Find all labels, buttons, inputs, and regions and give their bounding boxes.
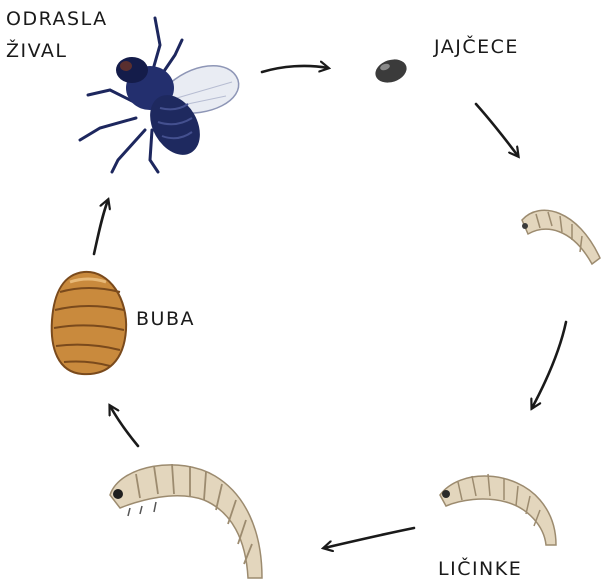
larva-icon bbox=[110, 464, 262, 578]
egg-icon bbox=[372, 56, 409, 87]
adult-fly-icon bbox=[80, 18, 239, 172]
larva-icon bbox=[440, 474, 556, 545]
pupa-icon bbox=[52, 272, 126, 374]
egg-label: JAJČECE bbox=[434, 34, 519, 60]
adult-label-line2: ŽIVAL bbox=[6, 38, 68, 64]
pupa-label: BUBA bbox=[136, 306, 195, 332]
larva-label: LIČINKE bbox=[438, 556, 522, 582]
larva-icon bbox=[522, 210, 600, 264]
adult-label-line1: ODRASLA bbox=[6, 6, 108, 32]
